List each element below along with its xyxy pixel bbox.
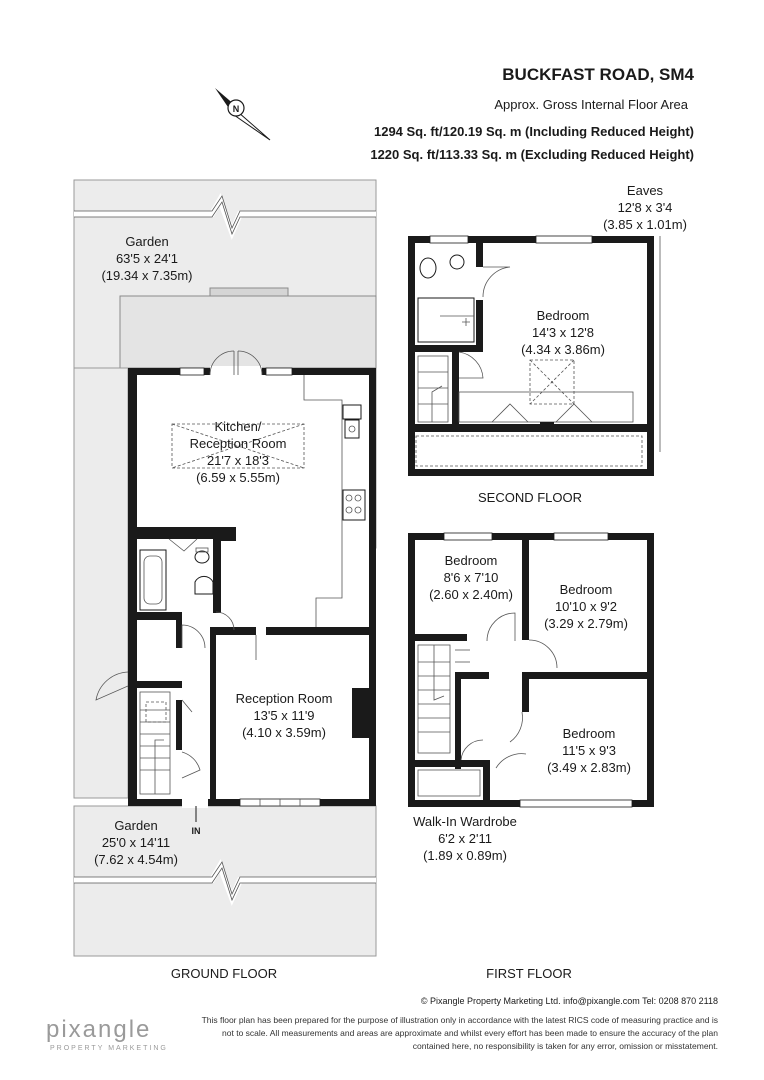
first-bedroom-front-name: Bedroom <box>560 582 613 597</box>
kitchen-name-line1: Kitchen/ <box>215 419 262 434</box>
property-title: BUCKFAST ROAD, SM4 <box>502 65 694 84</box>
eaves-name: Eaves <box>627 183 664 198</box>
first-bedroom-small-imperial: 8'6 x 7'10 <box>444 570 499 585</box>
first-bedroom-rear-imperial: 11'5 x 9'3 <box>562 743 616 758</box>
wardrobe-name: Walk-In Wardrobe <box>413 814 517 829</box>
area-subtitle: Approx. Gross Internal Floor Area <box>494 97 688 112</box>
rear-garden-name: Garden <box>125 234 168 249</box>
first-bedroom-rear-metric: (3.49 x 2.83m) <box>547 760 631 775</box>
wardrobe-metric: (1.89 x 0.89m) <box>423 848 507 863</box>
disclaimer-line-1: This floor plan has been prepared for th… <box>202 1015 718 1025</box>
first-floor-plan: Bedroom 8'6 x 7'10 (2.60 x 2.40m) Bedroo… <box>408 532 654 981</box>
second-bedroom-name: Bedroom <box>537 308 590 323</box>
compass-north-label: N <box>233 104 240 114</box>
kitchen-imperial: 21'7 x 18'3 <box>207 453 269 468</box>
first-bedroom-small-metric: (2.60 x 2.40m) <box>429 587 513 602</box>
wardrobe-imperial: 6'2 x 2'11 <box>438 831 492 846</box>
reception-room-name: Reception Room <box>236 691 333 706</box>
front-garden-name: Garden <box>114 818 157 833</box>
ground-floor-label: GROUND FLOOR <box>171 966 277 981</box>
rear-garden-metric: (19.34 x 7.35m) <box>101 268 192 283</box>
disclaimer-line-3: contained here, no responsibility is tak… <box>413 1041 718 1051</box>
front-garden-metric: (7.62 x 4.54m) <box>94 852 178 867</box>
reception-room-imperial: 13'5 x 11'9 <box>253 708 314 723</box>
area-excluding-reduced: 1220 Sq. ft/113.33 Sq. m (Excluding Redu… <box>370 147 694 162</box>
second-bedroom-metric: (4.34 x 3.86m) <box>521 342 605 357</box>
north-arrow-icon: N <box>215 88 271 141</box>
first-bedroom-front-imperial: 10'10 x 9'2 <box>555 599 617 614</box>
pixangle-logo-subtitle: PROPERTY MARKETING <box>50 1045 168 1052</box>
second-floor-plan: Eaves 12'8 x 3'4 (3.85 x 1.01m) Bedroom … <box>408 183 687 505</box>
second-bedroom-imperial: 14'3 x 12'8 <box>532 325 594 340</box>
first-bedroom-small-name: Bedroom <box>445 553 498 568</box>
footer: © Pixangle Property Marketing Ltd. info@… <box>46 996 718 1052</box>
credit-line: © Pixangle Property Marketing Ltd. info@… <box>421 996 718 1006</box>
reception-room-metric: (4.10 x 3.59m) <box>242 725 326 740</box>
area-including-reduced: 1294 Sq. ft/120.19 Sq. m (Including Redu… <box>374 124 694 139</box>
rear-garden-imperial: 63'5 x 24'1 <box>116 251 178 266</box>
side-passage <box>73 367 129 799</box>
first-bedroom-front-metric: (3.29 x 2.79m) <box>544 616 628 631</box>
kitchen-name-line2: Reception Room <box>190 436 287 451</box>
eaves-metric: (3.85 x 1.01m) <box>603 217 687 232</box>
first-floor-label: FIRST FLOOR <box>486 966 572 981</box>
entrance-marker: IN <box>192 826 201 836</box>
pixangle-logo: pixangle <box>46 1016 151 1043</box>
front-garden-imperial: 25'0 x 14'11 <box>102 835 170 850</box>
kitchen-metric: (6.59 x 5.55m) <box>196 470 280 485</box>
disclaimer-line-2: not to scale. All measurements and areas… <box>222 1028 718 1038</box>
second-floor-label: SECOND FLOOR <box>478 490 582 505</box>
first-bedroom-rear-name: Bedroom <box>563 726 616 741</box>
ground-floor-plan: IN Garden 63'5 x 24'1 (19.34 x 7.35m) Ki… <box>73 179 377 981</box>
eaves-imperial: 12'8 x 3'4 <box>618 200 673 215</box>
rear-terrace <box>119 295 377 369</box>
